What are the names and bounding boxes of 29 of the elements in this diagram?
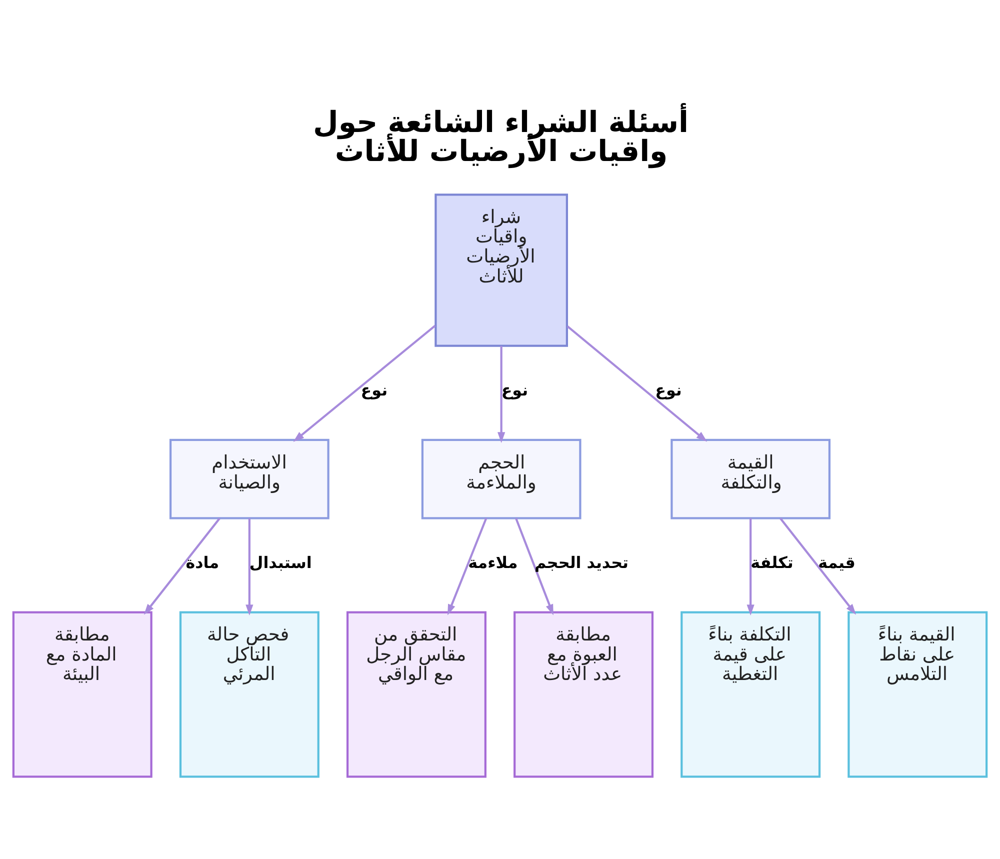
arrow — [498, 346, 506, 443]
edge-label: مادة — [186, 552, 220, 572]
edge-label: تحديد الحجم — [534, 552, 629, 572]
node-box: القيمة والتكلفة — [670, 438, 831, 519]
node-box: شراء واقيات الأرضيات للأثاث — [434, 193, 568, 346]
node-box: الحجم والملاءمة — [421, 438, 582, 519]
edge-label: تكلفة — [750, 552, 794, 572]
edge-label: قيمة — [818, 552, 856, 572]
arrow — [780, 517, 856, 614]
edge-label: ملاءمة — [468, 552, 518, 572]
arrow — [144, 517, 220, 614]
node-box: مطابقة المادة مع البيئة — [12, 610, 152, 778]
node-box: مطابقة العبوة مع عدد الأثاث — [514, 610, 654, 778]
arrow — [566, 324, 708, 442]
arrow — [515, 518, 554, 615]
node-box: التكلفة بناءً على قيمة التغطية — [680, 610, 821, 778]
edge-label: نوع — [655, 380, 682, 400]
diagram-title: أسئلة الشراء الشائعة حول واقيات الأرضيات للأثاث — [313, 104, 689, 168]
arrow — [293, 324, 436, 442]
edge-label: استبدال — [249, 552, 312, 572]
arrow — [448, 518, 488, 615]
edge-label: نوع — [360, 380, 388, 400]
node-box: الاستخدام والصيانة — [169, 438, 330, 519]
arrow — [746, 518, 754, 615]
arrow — [246, 518, 254, 615]
node-box: القيمة بناءً على نقاط التلامس — [848, 610, 988, 778]
node-box: فحص حالة التآكل المرئي — [179, 610, 320, 778]
node-box: التحقق من مقاس الرجل مع الواقي — [346, 610, 486, 778]
edge-label: نوع — [501, 380, 528, 400]
